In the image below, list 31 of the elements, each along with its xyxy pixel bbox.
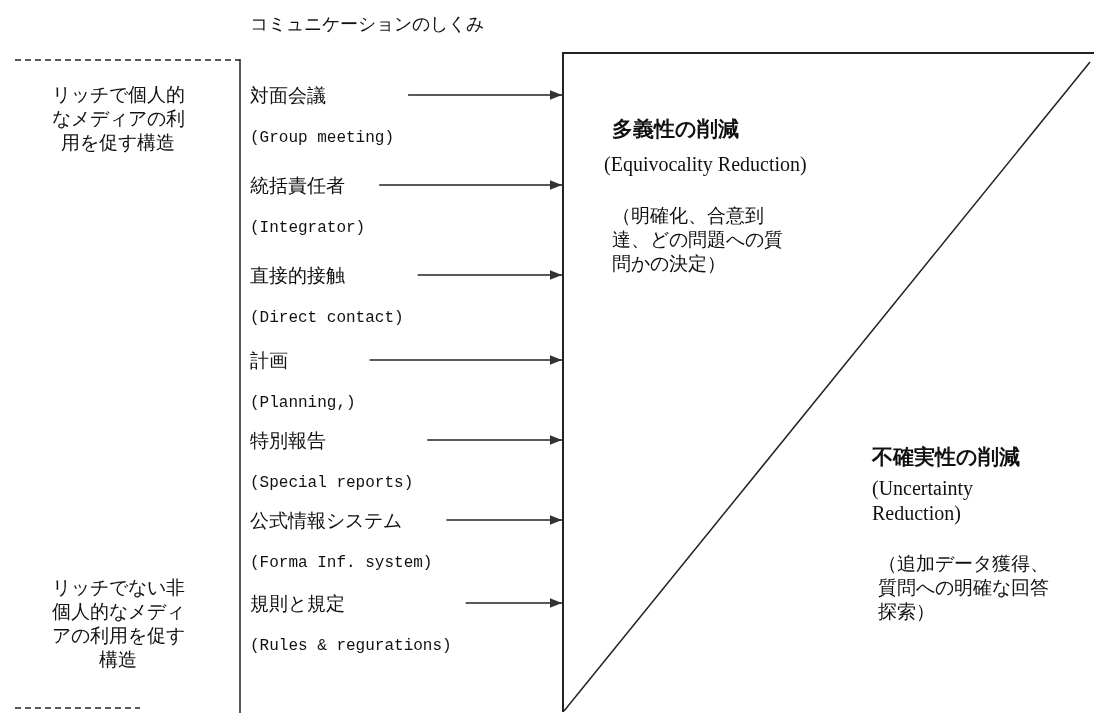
arrow [464,598,563,608]
arrow [445,515,563,525]
mechanism-name: 特別報告 [250,428,327,453]
arrow [368,355,563,365]
subheading: (Equivocality Reduction) [604,152,807,177]
mechanism-translation: (Rules & regurations) [250,636,452,657]
mechanism-translation: (Forma Inf. system) [250,553,433,574]
note-text: （追加データ獲得、質問への明確な回答探索） [878,552,1050,624]
region-panel [562,52,857,712]
mechanism-translation: (Special reports) [250,473,414,494]
mechanism-translation: (Group meeting) [250,128,395,149]
note-text: （明確化、合意到達、どの問題への質問かの決定） [612,204,784,276]
heading: 多義性の削減 [612,116,739,143]
arrow [426,435,563,445]
mechanism-name: 計画 [250,348,289,373]
subheading: (Uncertainty Reduction) [872,476,975,526]
heading: 不確実性の削減 [872,444,1020,471]
side-label: リッチでない非個人的なメディアの利用を促す構造 [50,575,186,671]
mechanism-name: 公式情報システム [250,508,403,533]
arrow [416,270,563,280]
mechanism-translation: (Integrator) [250,218,366,239]
mechanism-name: 対面会議 [250,83,327,108]
side-label: リッチで個人的なメディアの利用を促す構造 [50,82,186,154]
arrow [378,180,563,190]
mechanism-name: 統括責任者 [250,173,346,198]
mechanism-translation: (Direct contact) [250,308,404,329]
arrow [407,90,563,100]
diagram-title: コミュニケーションのしくみ [250,12,484,36]
mechanism-translation: (Planning,) [250,393,356,414]
mechanism-name: 規則と規定 [250,591,346,616]
mechanism-name: 直接的接触 [250,263,346,288]
